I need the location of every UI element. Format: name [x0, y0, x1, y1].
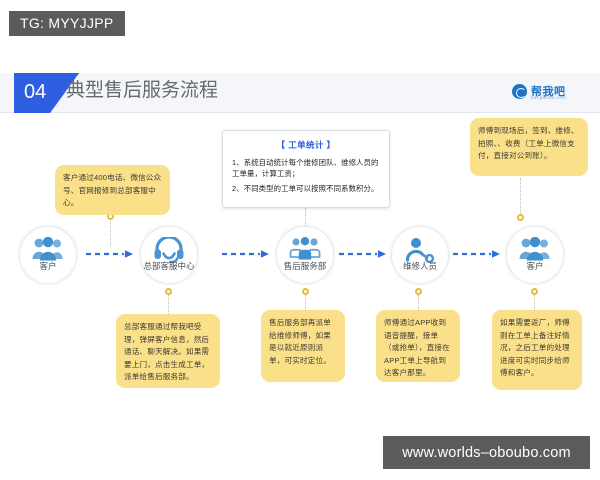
brand-sub: bangwoba.com — [531, 95, 567, 100]
users-group-icon — [519, 237, 550, 261]
connector-dot-bottom-3 — [415, 288, 422, 295]
connector-line-statbox — [305, 208, 306, 226]
watermark-tag: TG: MYYJJPP — [9, 11, 125, 36]
team-icon — [289, 237, 321, 260]
brand-name: 帮我吧 — [531, 86, 566, 98]
flow-node-service-dept[interactable]: 售后服务部 — [276, 226, 334, 284]
dashed-arrow-right-icon — [86, 250, 133, 258]
stat-box: 【 工单统计 】 1、系统自动统计每个维修团队、维修人员的工单量，计算工资； 2… — [222, 130, 390, 208]
flow-arrow-4 — [453, 249, 503, 259]
node-circle — [140, 226, 198, 284]
header-number: 04 — [24, 81, 47, 103]
connector-line-bottom-1 — [168, 292, 169, 314]
connector-line-bottom-2 — [305, 292, 306, 310]
connector-dot-bottom-4 — [531, 288, 538, 295]
flow-node-label: 客户 — [526, 261, 544, 271]
connector-line-top-left — [110, 218, 111, 246]
stat-box-title: 【 工单统计 】 — [276, 140, 336, 150]
callout-bottom-1: 总部客服通过帮我吧受理，弹屏客户信息，然后通话、聊天解决。如果需要上门，点击生成… — [116, 314, 220, 388]
callout-top-right: 师傅到现场后，签到、维修、拍照、、收费（工单上微信支付，直接对公到账）。 — [470, 118, 588, 176]
stat-box-line-2: 2、不同类型的工单可以按照不同系数积分。 — [232, 184, 379, 194]
callout-bottom-3: 师傅通过APP收到语音提醒，接单（或抢单），直接在APP工单上导航到达客户那里。 — [376, 310, 460, 382]
flow-arrow-3 — [339, 249, 389, 259]
flow-node-label: 售后服务部 — [283, 261, 327, 271]
header-divider — [0, 112, 600, 113]
connector-dot-bottom-1 — [165, 288, 172, 295]
footer-url-bar: www.worlds–oboubo.com — [383, 436, 590, 469]
brand-mark-icon — [512, 84, 527, 99]
connector-line-bottom-3 — [418, 292, 419, 310]
connector-dot-top-right — [517, 214, 524, 221]
flow-node-call-center[interactable]: 总部客服中心 — [140, 226, 198, 284]
dashed-arrow-right-icon — [222, 250, 269, 258]
page-title: 典型售后服务流程 — [66, 80, 219, 101]
repair-person-icon — [405, 238, 435, 263]
flow-arrow-1 — [86, 249, 136, 259]
node-circle — [391, 226, 449, 284]
section-header-band — [0, 73, 600, 113]
headset-icon — [154, 237, 184, 263]
flow-node-customer-start[interactable]: 客户 — [19, 226, 77, 284]
flow-node-label: 维修人员 — [402, 261, 437, 271]
connector-line-top-right — [520, 178, 521, 218]
callout-bottom-4: 如果需要返厂，师傅则在工单上备注好情况，之后工单的处理进度可实时同步给师傅和客户… — [492, 310, 582, 390]
flow-node-repair-staff[interactable]: 维修人员 — [391, 226, 449, 284]
flow-node-label: 客户 — [39, 261, 57, 271]
dashed-arrow-right-icon — [339, 250, 386, 258]
dashed-arrow-right-icon — [453, 250, 500, 258]
flow-arrow-2 — [222, 249, 272, 259]
stat-box-line-1: 1、系统自动统计每个维修团队、维修人员的工单量，计算工资； — [232, 158, 379, 179]
callout-bottom-2: 售后服务部再派单给维修师傅，如果是以就近原则派单，可实时定位。 — [261, 310, 345, 382]
users-group-icon — [32, 237, 63, 261]
callout-top-left: 客户通过400电话、微信公众号、官网报修到总部客服中心。 — [55, 165, 170, 215]
connector-line-bottom-4 — [534, 292, 535, 310]
flow-node-label: 总部客服中心 — [143, 261, 195, 271]
brand-logo: 帮我吧 bangwoba.com — [512, 82, 592, 102]
connector-dot-bottom-2 — [302, 288, 309, 295]
flow-node-customer-end[interactable]: 客户 — [506, 226, 564, 284]
